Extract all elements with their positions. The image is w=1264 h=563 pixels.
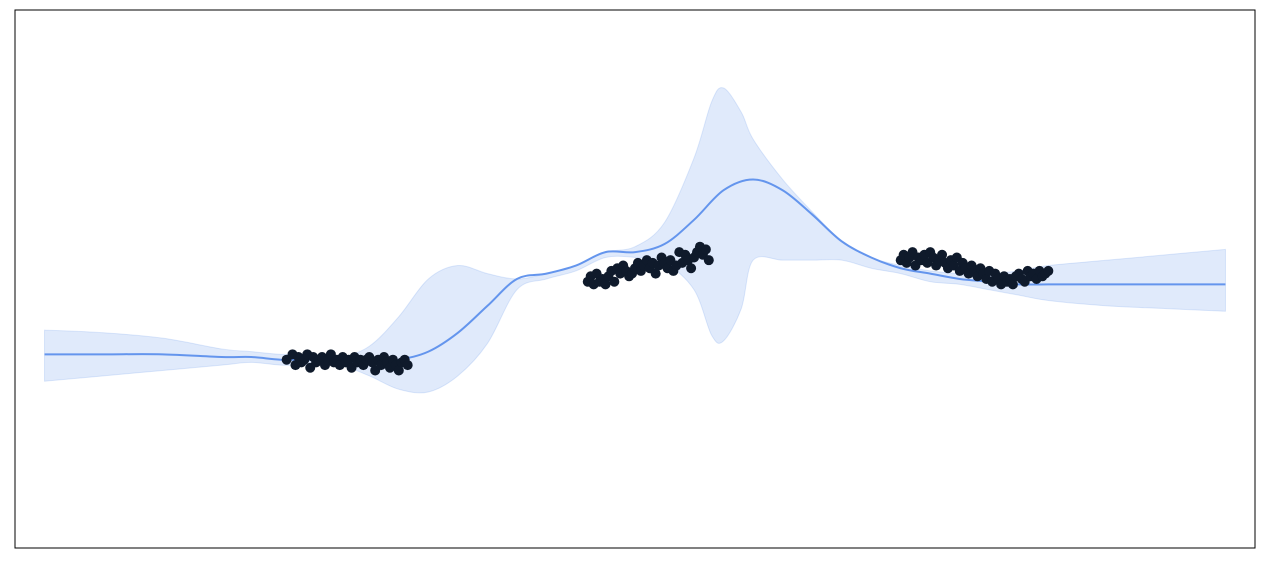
- observations-layer: [281, 241, 1054, 376]
- data-point: [700, 244, 711, 255]
- data-point: [1007, 279, 1018, 290]
- data-point: [650, 268, 661, 279]
- data-point: [686, 263, 697, 274]
- confidence-band: [44, 87, 1226, 394]
- data-point: [703, 255, 714, 266]
- data-point: [1043, 265, 1054, 276]
- confidence-band-layer: [44, 87, 1226, 394]
- data-point: [609, 276, 620, 287]
- plot-frame: [14, 9, 1256, 549]
- data-point: [937, 249, 948, 260]
- data-point: [402, 360, 413, 371]
- data-point: [393, 365, 404, 376]
- data-point: [600, 279, 611, 290]
